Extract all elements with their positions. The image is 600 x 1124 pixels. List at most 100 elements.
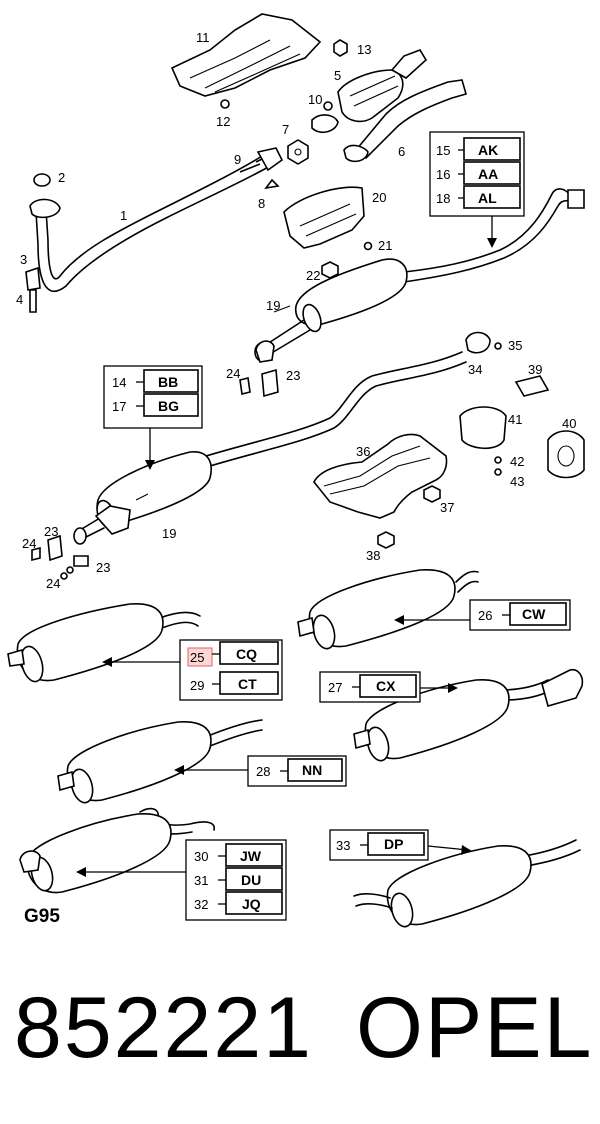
code-label-bg: BG [158, 398, 179, 414]
muffler-33 [353, 839, 581, 928]
code-group-26: 26 CW [394, 599, 571, 631]
callout-24-lower-b: 24 [46, 576, 60, 591]
flange-5 [311, 114, 339, 134]
callout-38: 38 [366, 548, 380, 563]
muffler-27 [353, 668, 584, 762]
code-label-jq: JQ [242, 896, 261, 912]
code-label-bb: BB [158, 374, 178, 390]
callout-40: 40 [562, 416, 576, 431]
part-number: 852221 [14, 980, 313, 1076]
callout-23: 23 [286, 368, 300, 383]
code-num-32: 32 [194, 897, 208, 912]
clamp-34 [465, 331, 491, 354]
code-label-jw: JW [240, 848, 262, 864]
callout-13: 13 [357, 42, 371, 57]
ring-2 [33, 173, 51, 187]
bolt-19 [273, 305, 291, 313]
nut-37 [423, 485, 441, 503]
callout-6: 6 [398, 144, 405, 159]
nut-42 [494, 456, 502, 464]
code-highlight-25 [187, 647, 213, 667]
catalytic-converter-5 [337, 49, 428, 123]
bolt-4 [29, 289, 37, 313]
exhaust-system-diagram: 11 12 13 5 10 6 7 9 8 1 2 3 4 20 [7, 13, 585, 928]
code-label-aa: AA [478, 166, 498, 182]
muffler-26 [297, 569, 479, 650]
bolt-9 [239, 157, 265, 173]
muffler-30 [19, 807, 215, 894]
front-pipe-6 [343, 79, 467, 163]
code-num-26: 26 [478, 608, 492, 623]
nut-35 [494, 342, 502, 350]
callout-22: 22 [306, 268, 320, 283]
rubber-24-lower [31, 546, 41, 562]
bracket-23-lower [47, 534, 63, 562]
callout-41: 41 [508, 412, 522, 427]
spring-3 [25, 266, 41, 291]
nut-13 [333, 39, 348, 57]
callout-37: 37 [440, 500, 454, 515]
code-group-28: 28 NN [174, 755, 347, 787]
brand-name: OPEL [356, 980, 594, 1076]
bolt-19-lower [135, 493, 149, 501]
callout-11: 11 [196, 30, 210, 45]
code-num-17: 17 [112, 399, 126, 414]
code-label-du: DU [241, 872, 261, 888]
code-label-al: AL [478, 190, 497, 206]
callout-34: 34 [468, 362, 482, 377]
code-num-25: 25 [190, 650, 204, 665]
callout-24-lower: 24 [22, 536, 36, 551]
code-group-33: 33 DP [329, 829, 472, 861]
code-label-ct: CT [238, 676, 257, 692]
nut-12 [220, 99, 230, 109]
callout-7: 7 [282, 122, 289, 137]
callout-1: 1 [120, 208, 127, 223]
hanger-39 [514, 375, 550, 397]
code-num-18: 18 [436, 191, 450, 206]
callout-39: 39 [528, 362, 542, 377]
callout-4: 4 [16, 292, 23, 307]
callout-2: 2 [58, 170, 65, 185]
callout-35: 35 [508, 338, 522, 353]
rear-muffler-14 [73, 351, 467, 545]
muffler-28 [57, 719, 263, 804]
code-label-nn: NN [302, 762, 322, 778]
hanger-41 [459, 406, 507, 450]
callout-19: 19 [266, 298, 280, 313]
callout-24: 24 [226, 366, 240, 381]
code-label-ak: AK [478, 142, 498, 158]
callout-5: 5 [334, 68, 341, 83]
heat-shield-11 [170, 13, 322, 97]
code-num-27: 27 [328, 680, 342, 695]
nut-21 [363, 241, 373, 251]
bolt-8 [264, 178, 280, 190]
clamp-lower [73, 555, 89, 567]
callout-20: 20 [372, 190, 386, 205]
clamp-small [255, 340, 275, 363]
code-label-cw: CW [522, 606, 546, 622]
code-group-14-17: 14 17 BB BG [103, 365, 203, 470]
callout-23-lower: 23 [44, 524, 58, 539]
code-group-27: 27 CX [319, 671, 458, 703]
nut-43 [494, 468, 502, 476]
code-num-16: 16 [436, 167, 450, 182]
callout-8: 8 [258, 196, 265, 211]
nut-10 [323, 101, 333, 111]
code-group-15-16-18: 15 16 18 AK AA AL [429, 131, 525, 248]
code-label-dp: DP [384, 836, 403, 852]
callout-10: 10 [308, 92, 322, 107]
bracket-23 [261, 368, 279, 398]
heat-shield-36 [313, 433, 448, 519]
code-num-30: 30 [194, 849, 208, 864]
code-group-30-31-32: 30 31 32 JW DU JQ [76, 839, 287, 921]
muffler-25 [7, 603, 201, 683]
callout-42: 42 [510, 454, 524, 469]
hanger-40 [547, 430, 585, 479]
nut-22 [321, 261, 339, 279]
gasket-7 [287, 139, 309, 165]
code-label-cx: CX [376, 678, 396, 694]
code-label-cq: CQ [236, 646, 257, 662]
callout-43: 43 [510, 474, 524, 489]
heat-shield-20 [283, 186, 365, 249]
callout-3: 3 [20, 252, 27, 267]
